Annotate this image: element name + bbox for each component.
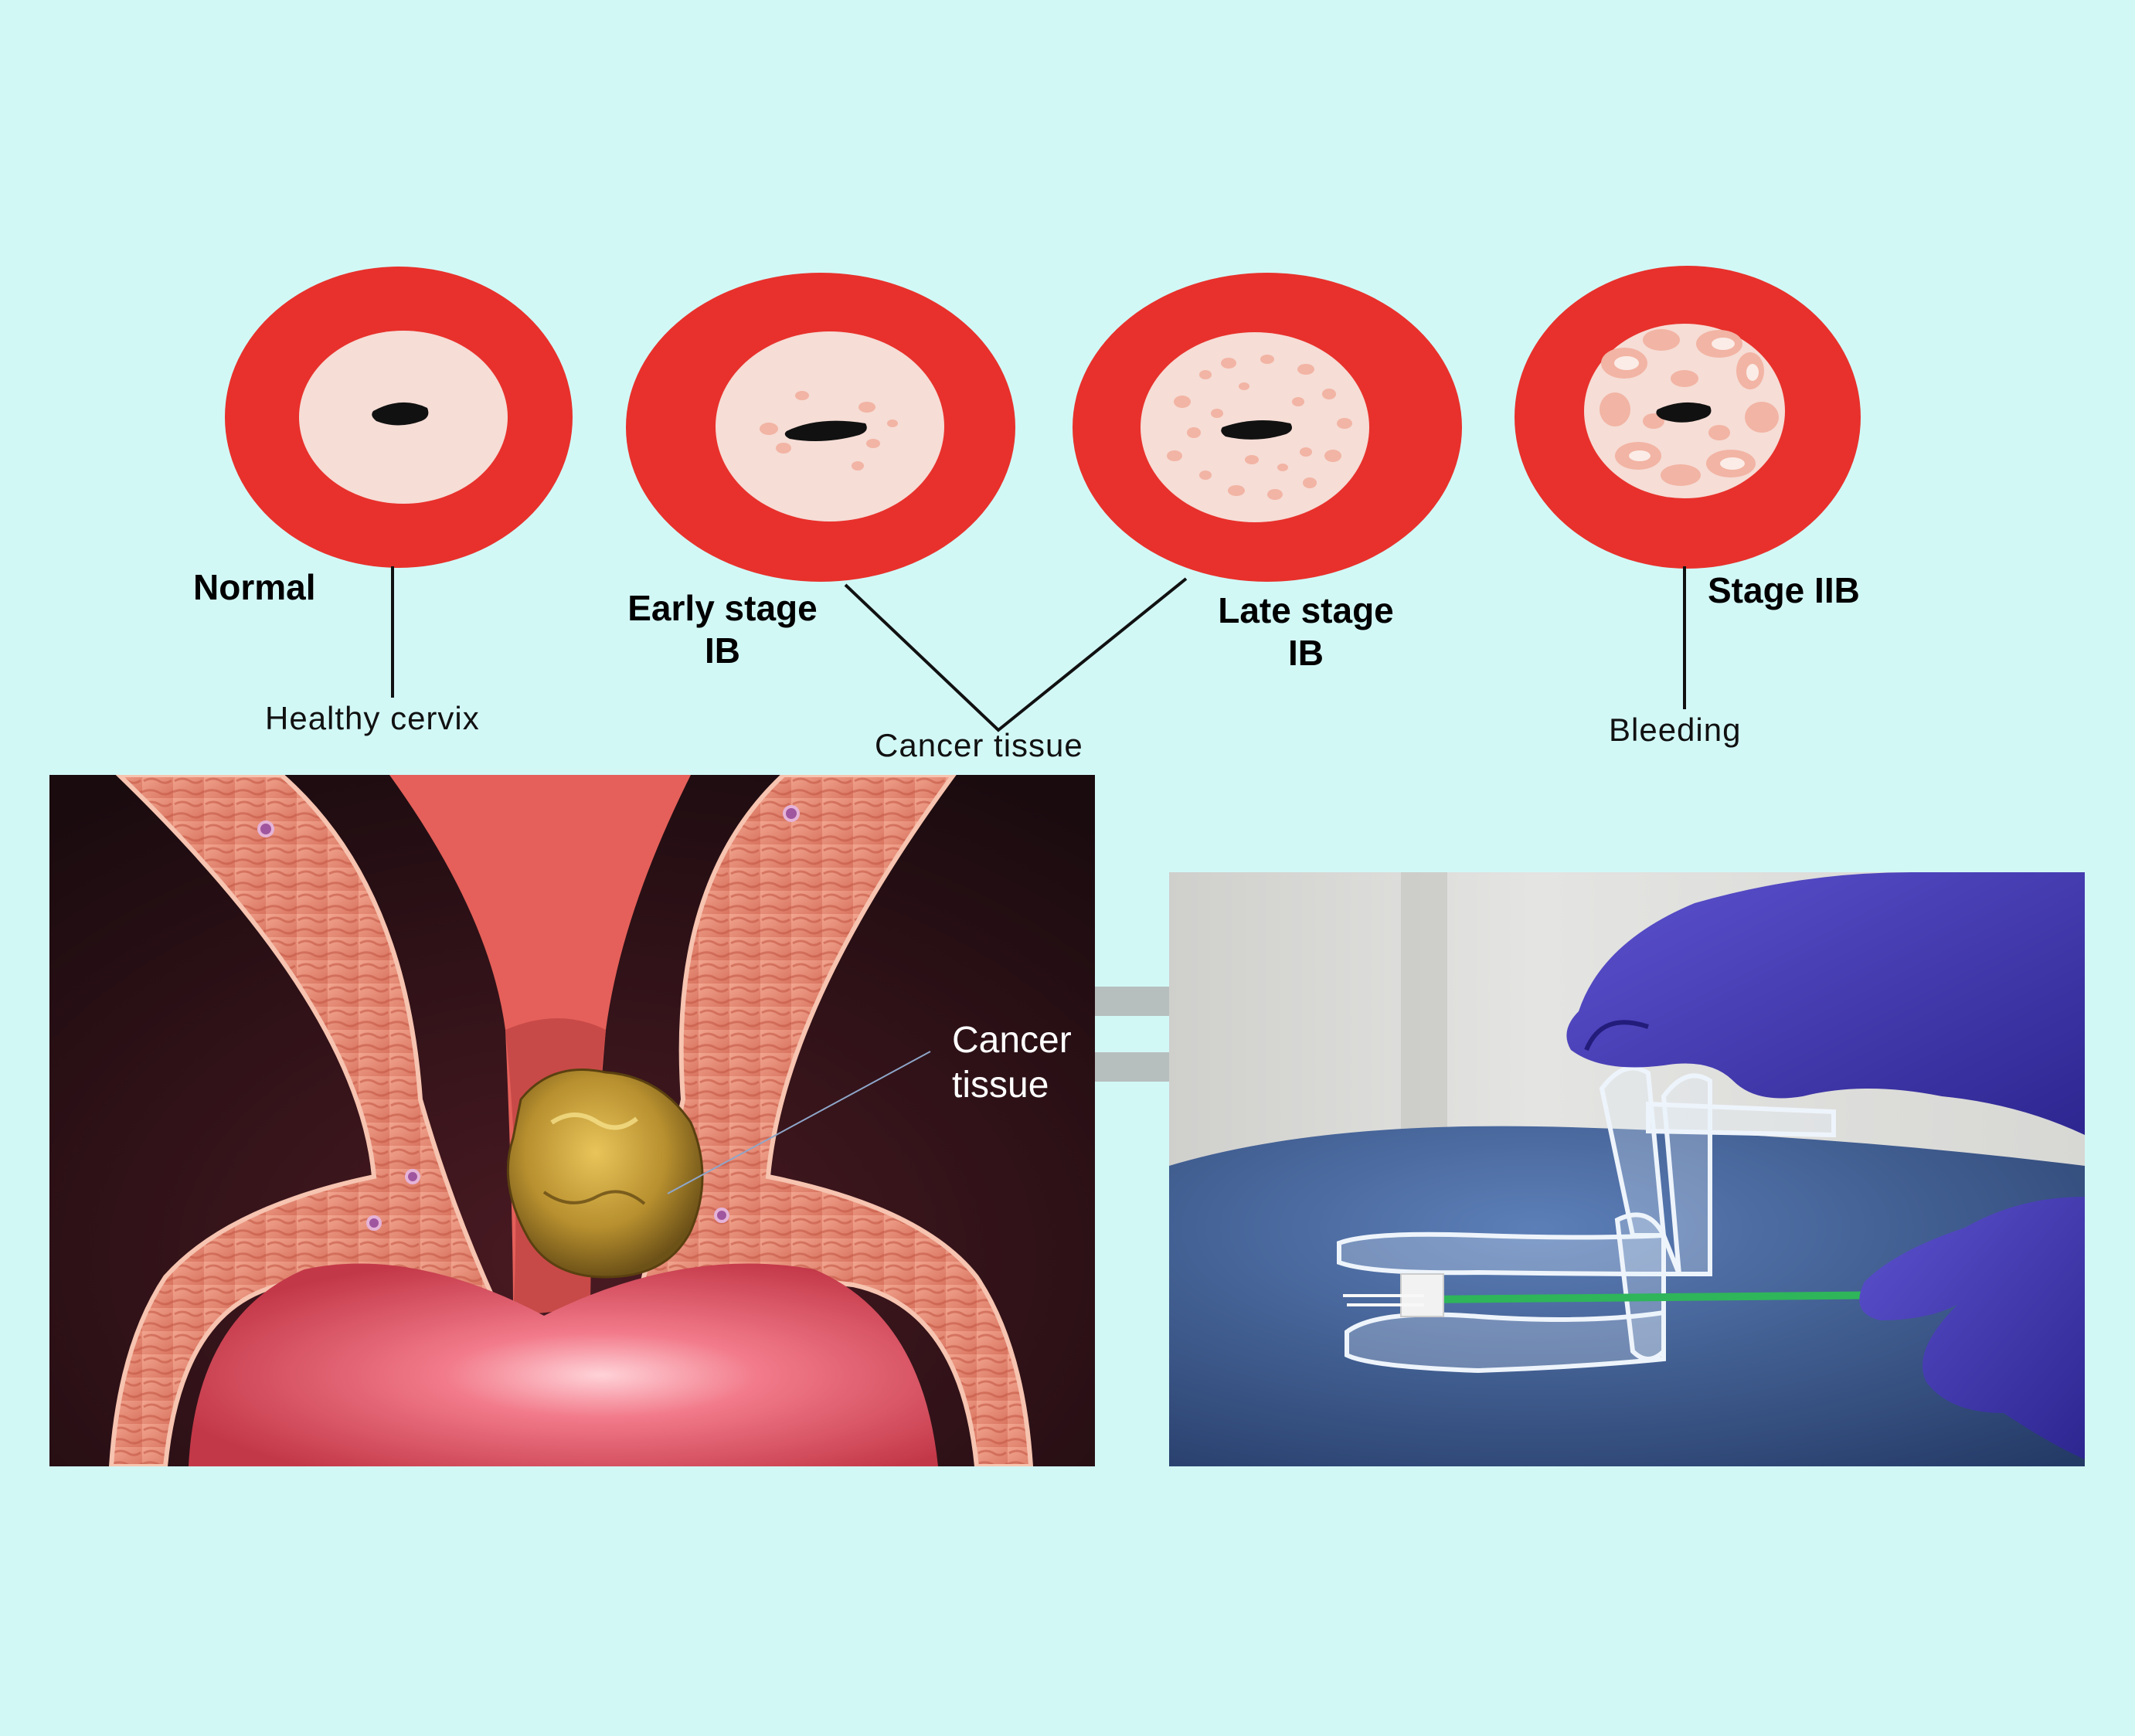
stage-label-late-ib: Late stage IB bbox=[1218, 590, 1394, 674]
cervix-late-stage-ib bbox=[1073, 273, 1462, 582]
stage-label-normal: Normal bbox=[193, 567, 316, 607]
caption-bleeding: Bleeding bbox=[1609, 712, 1742, 748]
cervix-normal bbox=[225, 267, 573, 568]
leader-lines bbox=[391, 566, 1686, 732]
connector-bottom bbox=[1095, 1052, 1169, 1082]
illustration-cancer-label: Cancer tissue bbox=[952, 1020, 1072, 1106]
caption-cancer-tissue: Cancer tissue bbox=[875, 727, 1083, 763]
caption-healthy-cervix: Healthy cervix bbox=[265, 700, 480, 736]
cervix-early-stage-ib bbox=[626, 273, 1015, 582]
cervix-cross-section-illustration bbox=[49, 775, 1095, 1466]
connector-top bbox=[1095, 987, 1169, 1016]
speculum bbox=[1337, 1065, 1836, 1374]
cervix-stage-iib bbox=[1515, 266, 1861, 569]
tumor-mass bbox=[506, 1068, 704, 1279]
stage-label-iib: Stage IIB bbox=[1708, 570, 1860, 610]
stage-label-early-ib: Early stage IB bbox=[627, 588, 818, 671]
speculum-sampling-photo bbox=[1169, 872, 2085, 1466]
